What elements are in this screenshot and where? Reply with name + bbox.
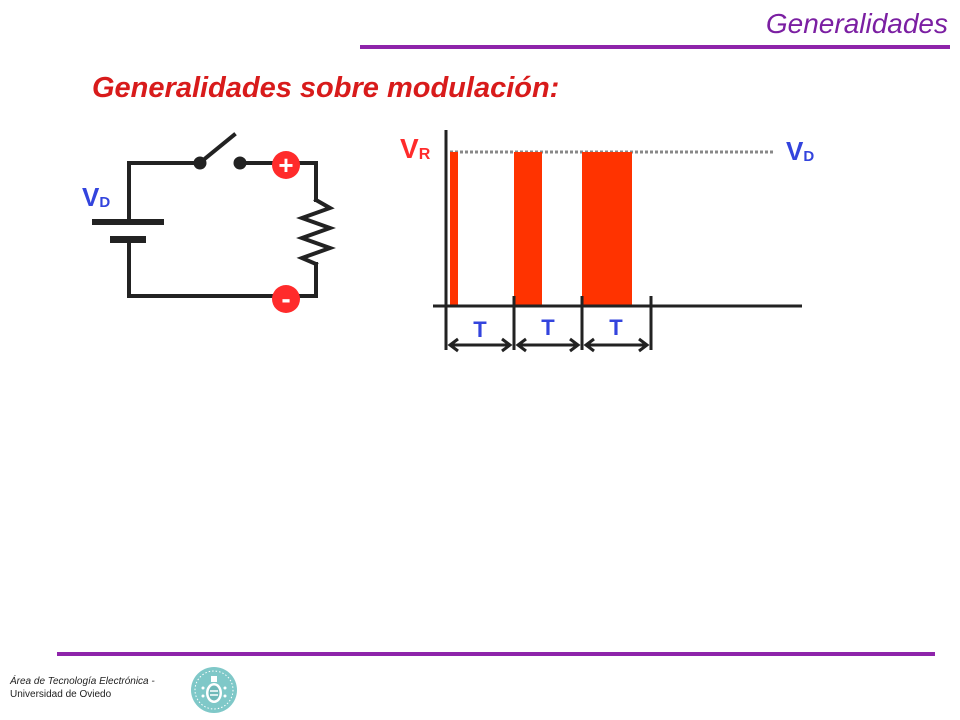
period-label-3: T	[609, 315, 623, 340]
period-arrows	[447, 337, 650, 353]
footer-line-1: Área de Tecnología Electrónica -	[10, 676, 155, 687]
header-divider	[360, 45, 950, 49]
battery-short-plate	[110, 236, 146, 243]
period-arrow-1-left-head	[447, 337, 459, 353]
source-voltage-label: VD	[82, 182, 110, 212]
pulse-3	[582, 152, 632, 306]
period-arrow-2-right-head	[569, 337, 581, 353]
minus-terminal-label: -	[281, 283, 290, 314]
period-label-1: T	[473, 317, 487, 342]
output-voltage-label-sub: R	[419, 146, 431, 163]
pulse-2	[514, 152, 542, 306]
period-label-2: T	[541, 315, 555, 340]
footer-divider	[57, 652, 935, 656]
supply-level-label: VD	[786, 136, 814, 166]
plus-terminal-label: +	[278, 150, 293, 180]
source-voltage-label-sub: D	[99, 194, 110, 211]
seal-ring	[194, 670, 234, 710]
minus-terminal	[272, 285, 300, 313]
source-voltage-label-main: V	[82, 182, 100, 212]
period-arrow-3-left-head	[583, 337, 595, 353]
period-arrow-3-right-head	[638, 337, 650, 353]
seal-shield-inner	[208, 685, 220, 701]
supply-level-label-sub: D	[803, 148, 814, 165]
slide-title: Generalidades sobre modulación:	[92, 72, 560, 104]
period-arrow-1-right-head	[501, 337, 513, 353]
resistor	[296, 197, 336, 267]
output-voltage-label-main: V	[400, 133, 419, 164]
period-arrow-2-left-head	[515, 337, 527, 353]
pulse-1	[450, 152, 458, 306]
plus-terminal	[272, 151, 300, 179]
seal-crown	[211, 676, 217, 682]
supply-level-label-main: V	[786, 136, 804, 166]
switch-lever	[199, 132, 237, 164]
output-voltage-label: VR	[400, 133, 431, 164]
university-seal-icon	[191, 667, 237, 713]
footer-institution: Área de Tecnología Electrónica - Univers…	[10, 675, 190, 701]
footer-line-2: Universidad de Oviedo	[10, 689, 112, 700]
circuit-schematic	[127, 132, 336, 298]
section-title: Generalidades	[765, 8, 948, 39]
battery-long-plate	[92, 219, 164, 225]
